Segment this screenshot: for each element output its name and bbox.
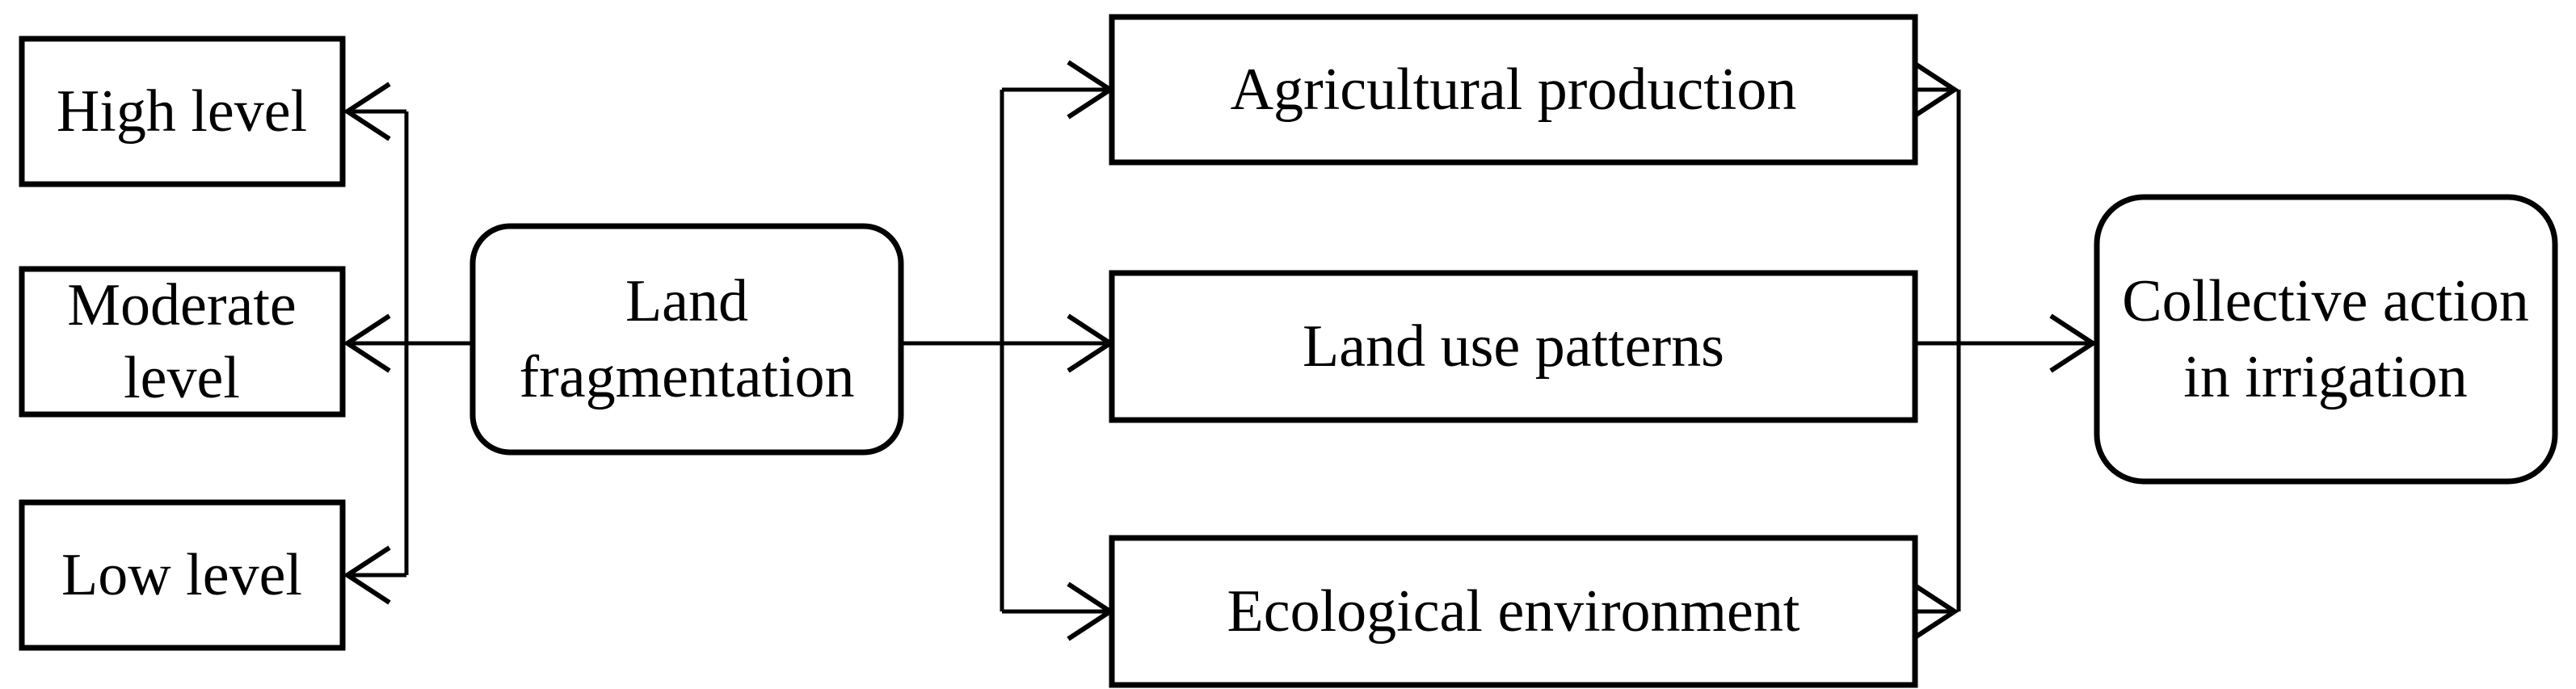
moderate-level-label-line1: Moderate [67,272,297,338]
node-agricultural-production: Agricultural production [1109,14,1918,166]
arrowhead-ecoenv-into-collector [1911,582,1959,641]
arrowhead-into-low-level [343,545,391,605]
low-level-box [19,499,346,651]
ecological-environment-label: Ecological environment [1227,578,1800,645]
node-land-use-patterns: Land use patterns [1109,270,1918,423]
arrowhead-agprod-into-collector [1911,60,1959,120]
arrowhead-into-moderate-level [343,313,391,373]
collective-action-box [2094,194,2558,485]
node-low-level: Low level [19,499,346,651]
land-use-patterns-box [1109,270,1918,423]
collective-action-label-line2: in irrigation [2183,344,2467,410]
node-land-fragmentation: Land fragmentation [469,223,904,456]
collective-action-label-line1: Collective action [2122,268,2528,334]
node-ecological-environment: Ecological environment [1109,535,1918,688]
moderate-level-box [19,266,346,418]
agricultural-production-label: Agricultural production [1231,57,1797,123]
arrowhead-into-collective-action [2049,313,2098,373]
node-collective-action: Collective action in irrigation [2094,194,2558,485]
agricultural-production-box [1109,14,1918,166]
arrowhead-into-high-level [343,82,391,141]
low-level-label: Low level [61,542,302,608]
edge-lines [352,87,2090,614]
land-use-patterns-label: Land use patterns [1303,313,1724,380]
land-fragmentation-label-line1: Land [625,268,748,334]
high-level-box [19,36,346,187]
ecological-environment-box [1109,535,1918,688]
moderate-level-label-line2: level [124,345,240,411]
land-fragmentation-box [469,223,904,456]
node-moderate-level: Moderate level [19,266,346,418]
land-fragmentation-label-line2: fragmentation [519,344,854,410]
high-level-label: High level [57,78,307,145]
node-high-level: High level [19,36,346,187]
